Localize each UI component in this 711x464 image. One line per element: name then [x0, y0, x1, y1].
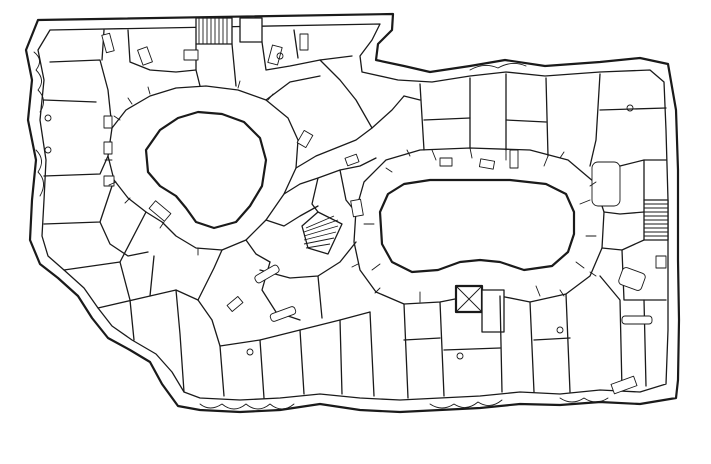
- east-courtyard: [353, 147, 605, 305]
- east-stair: [643, 199, 669, 241]
- building-outline: [24, 12, 681, 414]
- north-stair: [195, 17, 233, 45]
- connecting-corridor: [197, 95, 405, 301]
- furniture-blocks: [44, 32, 667, 395]
- west-courtyard: [107, 85, 299, 251]
- interior-partitions: [43, 29, 667, 399]
- shaft-cross-box: [239, 17, 505, 333]
- central-stair: [301, 211, 343, 255]
- door-notches: [104, 80, 597, 297]
